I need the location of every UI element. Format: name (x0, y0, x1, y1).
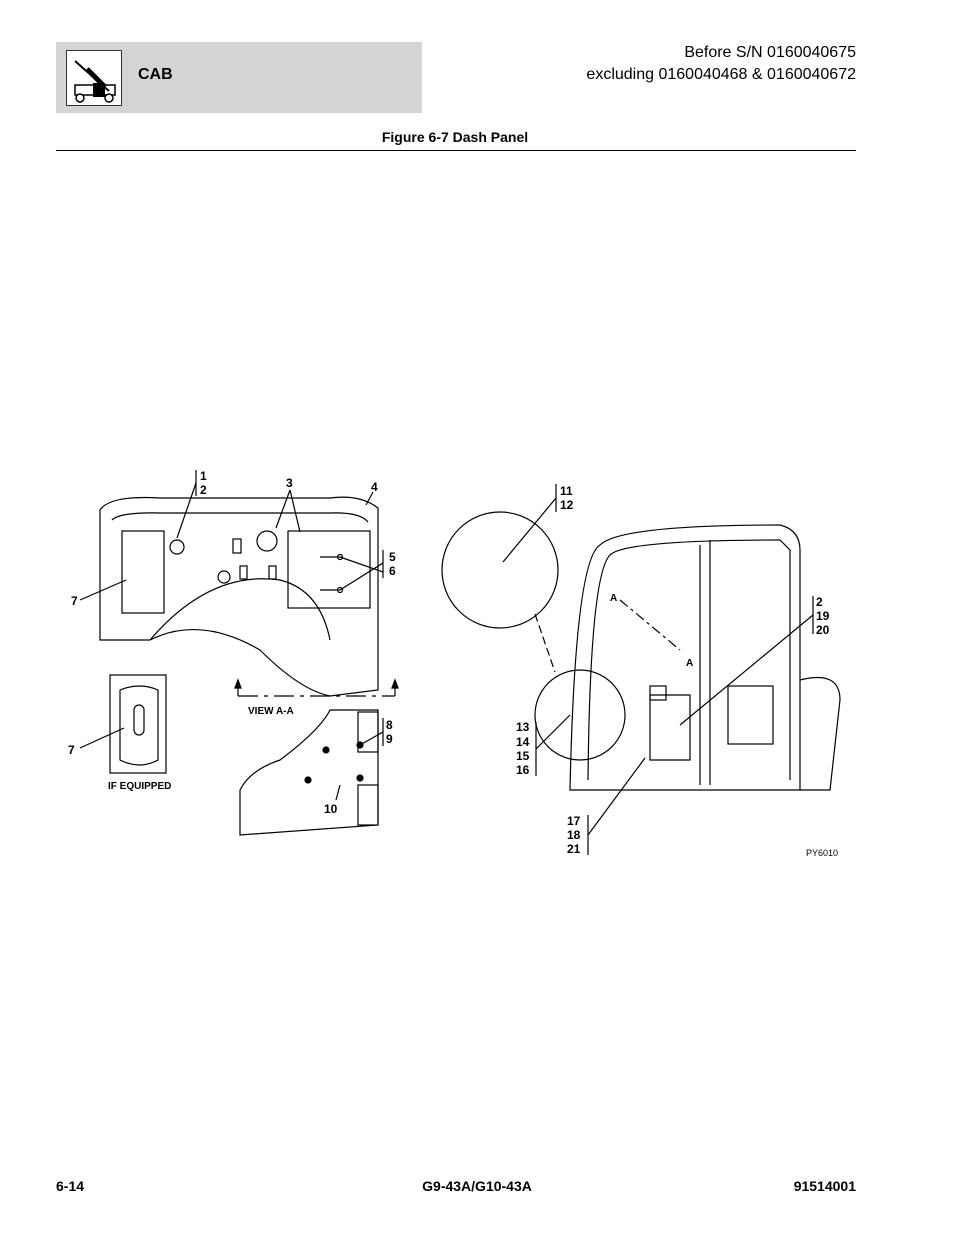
callout-4: 4 (371, 480, 378, 494)
header-divider (56, 150, 856, 151)
serial-applicability: Before S/N 0160040675 excluding 01600404… (586, 42, 856, 86)
callout-21: 21 (567, 842, 581, 856)
callout-10: 10 (324, 802, 338, 816)
callout-13: 13 (516, 720, 530, 734)
section-marker-a-bottom: A (686, 658, 693, 669)
callout-19: 19 (816, 609, 830, 623)
drawing-id: PY6010 (806, 848, 838, 858)
callout-7: 7 (71, 594, 78, 608)
callout-3: 3 (286, 476, 293, 490)
callout-6: 6 (389, 564, 396, 578)
section-header: CAB (56, 42, 422, 113)
callout-2: 2 (200, 483, 207, 497)
page-number: 6-14 (56, 1178, 85, 1194)
callout-1: 1 (200, 469, 207, 483)
figure-title: Figure 6-7 Dash Panel (381, 129, 529, 145)
callout-9: 9 (386, 732, 393, 746)
callout-2-cab: 2 (816, 595, 823, 609)
callout-7-optional: 7 (68, 743, 75, 757)
serial-line-1: Before S/N 0160040675 (684, 44, 856, 61)
callout-17: 17 (567, 814, 581, 828)
callout-15: 15 (516, 749, 530, 763)
section-marker-a-top: A (610, 593, 617, 604)
callout-16: 16 (516, 763, 530, 777)
telehandler-icon (66, 50, 122, 106)
callout-14: 14 (516, 735, 530, 749)
serial-line-2: excluding 0160040468 & 0160040672 (586, 66, 856, 83)
callout-8: 8 (386, 718, 393, 732)
view-label: VIEW A-A (248, 706, 294, 717)
callout-5: 5 (389, 550, 396, 564)
model-number: G9-43A/G10-43A (422, 1178, 532, 1194)
callout-12: 12 (560, 498, 574, 512)
callout-18: 18 (567, 828, 581, 842)
document-number: 91514001 (793, 1178, 856, 1194)
section-title: CAB (138, 66, 173, 83)
callout-20: 20 (816, 623, 830, 637)
callout-11: 11 (560, 484, 573, 498)
if-equipped-label: IF EQUIPPED (108, 781, 171, 792)
